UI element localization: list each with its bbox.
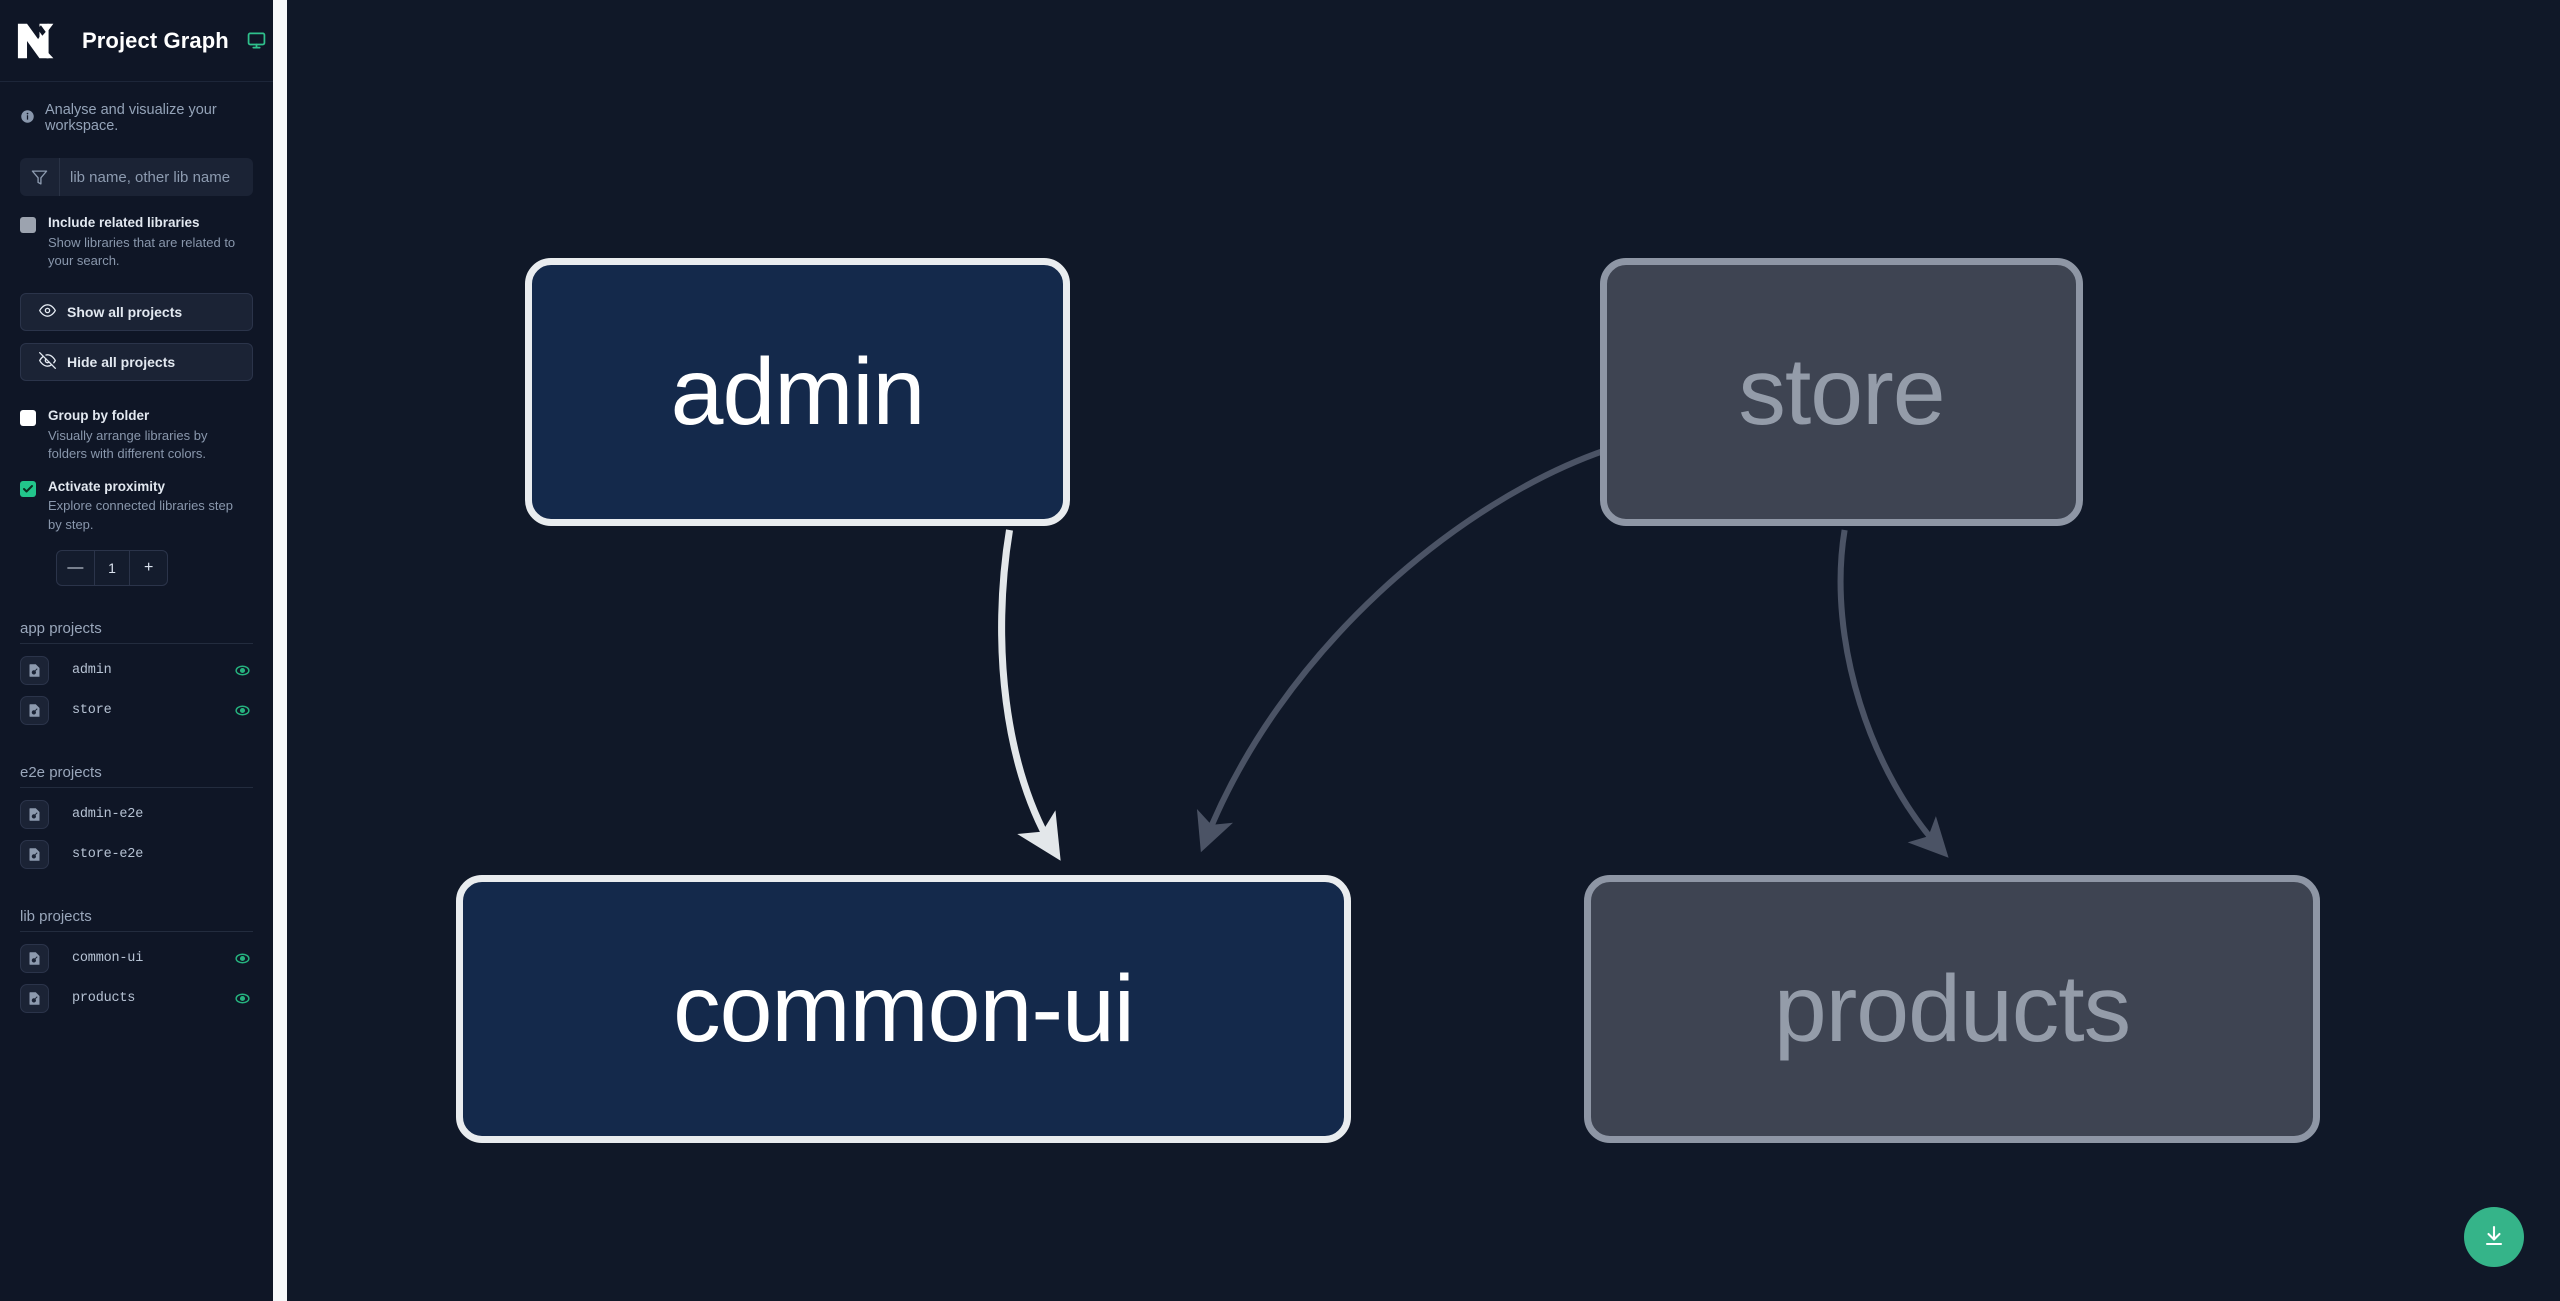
project-list: app projects admin bbox=[0, 620, 273, 1018]
nx-logo-icon bbox=[16, 20, 62, 62]
project-file-icon bbox=[20, 839, 49, 869]
monitor-icon[interactable] bbox=[247, 31, 266, 50]
graph-node-common-ui[interactable]: common-ui bbox=[456, 875, 1351, 1143]
graph-node-label: store bbox=[1738, 338, 1945, 445]
graph-node-store[interactable]: store bbox=[1600, 258, 2083, 526]
project-file-icon bbox=[20, 655, 49, 685]
project-visibility-eye-icon[interactable] bbox=[231, 990, 253, 1007]
project-row-store-e2e[interactable]: store-e2e bbox=[20, 834, 253, 874]
project-visibility-eye-icon[interactable] bbox=[231, 702, 253, 719]
group-by-folder-checkbox[interactable] bbox=[20, 409, 36, 426]
graph-node-label: admin bbox=[670, 338, 926, 445]
page-title: Project Graph bbox=[82, 27, 229, 53]
project-group-title: app projects bbox=[20, 620, 253, 645]
project-file-icon bbox=[20, 695, 49, 725]
project-row-admin[interactable]: admin bbox=[20, 650, 253, 690]
project-name: store-e2e bbox=[72, 846, 144, 862]
option-label: Include related libraries bbox=[48, 215, 200, 230]
edge-admin-to-common-ui bbox=[998, 529, 1061, 861]
proximity-value: 1 bbox=[93, 551, 131, 586]
option-label: Activate proximity bbox=[48, 478, 166, 494]
project-file-icon bbox=[20, 983, 49, 1013]
edge-store-to-common-ui bbox=[1196, 447, 1608, 853]
search-container bbox=[0, 134, 273, 196]
activate-proximity-checkbox[interactable] bbox=[20, 480, 36, 497]
sidebar-header: Project Graph bbox=[0, 0, 273, 82]
option-label: Group by folder bbox=[48, 407, 150, 423]
search-input[interactable] bbox=[60, 158, 253, 196]
eye-off-icon bbox=[39, 351, 56, 372]
project-row-products[interactable]: products bbox=[20, 978, 253, 1018]
graph-node-products[interactable]: products bbox=[1584, 875, 2320, 1143]
project-row-store[interactable]: store bbox=[20, 690, 253, 730]
proximity-stepper: — 1 + bbox=[56, 550, 168, 587]
sidebar-scrollbar[interactable] bbox=[273, 0, 287, 1301]
project-name: common-ui bbox=[72, 950, 144, 966]
project-name: admin-e2e bbox=[72, 806, 144, 822]
option-text: Activate proximity Explore connected lib… bbox=[48, 478, 238, 535]
sidebar: Project Graph Analyse and visualize your… bbox=[0, 0, 273, 1301]
option-activate-proximity[interactable]: Activate proximity Explore connected lib… bbox=[0, 464, 273, 535]
proximity-decrement-button[interactable]: — bbox=[67, 559, 84, 577]
proximity-increment-button[interactable]: + bbox=[144, 559, 154, 577]
hide-all-projects-label: Hide all projects bbox=[67, 353, 176, 370]
project-row-common-ui[interactable]: common-ui bbox=[20, 938, 253, 978]
graph-edges bbox=[998, 447, 1949, 861]
search-box[interactable] bbox=[20, 158, 253, 196]
option-description: Show libraries that are related to your … bbox=[48, 234, 236, 269]
project-group-e2e: e2e projects admin-e2e bbox=[20, 764, 253, 874]
project-name: admin bbox=[72, 662, 112, 678]
option-include-related-libraries[interactable]: Include related libraries Show libraries… bbox=[0, 196, 273, 271]
project-file-icon bbox=[20, 799, 49, 829]
graph-canvas[interactable]: admin store common-ui products bbox=[273, 0, 2560, 1301]
eye-icon bbox=[39, 302, 56, 322]
hide-all-projects-button[interactable]: Hide all projects bbox=[20, 342, 253, 381]
option-text: Include related libraries Show libraries… bbox=[48, 214, 238, 271]
graph-node-admin[interactable]: admin bbox=[525, 258, 1070, 526]
project-group-title: e2e projects bbox=[20, 764, 253, 789]
show-all-projects-label: Show all projects bbox=[67, 303, 183, 320]
option-description: Explore connected libraries step by step… bbox=[48, 498, 233, 532]
project-visibility-eye-icon[interactable] bbox=[231, 662, 253, 679]
include-related-libraries-checkbox[interactable] bbox=[20, 217, 36, 233]
tagline-text: Analyse and visualize your workspace. bbox=[45, 102, 217, 134]
graph-node-label: common-ui bbox=[673, 955, 1135, 1062]
project-name: store bbox=[72, 702, 112, 718]
show-all-projects-button[interactable]: Show all projects bbox=[20, 292, 253, 331]
project-file-icon bbox=[20, 943, 49, 973]
info-icon bbox=[20, 109, 35, 128]
option-text: Group by folder Visually arrange librari… bbox=[48, 407, 238, 464]
option-description: Visually arrange libraries by folders wi… bbox=[48, 427, 208, 462]
download-graph-button[interactable] bbox=[2464, 1207, 2524, 1267]
option-group-by-folder[interactable]: Group by folder Visually arrange librari… bbox=[0, 381, 273, 464]
download-icon bbox=[2482, 1224, 2506, 1251]
tagline: Analyse and visualize your workspace. bbox=[0, 82, 273, 134]
project-group-title: lib projects bbox=[20, 908, 253, 933]
project-row-admin-e2e[interactable]: admin-e2e bbox=[20, 794, 253, 834]
graph-node-label: products bbox=[1773, 955, 2131, 1062]
project-visibility-eye-icon[interactable] bbox=[231, 950, 253, 967]
project-group-lib: lib projects common-ui bbox=[20, 908, 253, 1018]
project-name: products bbox=[72, 990, 136, 1006]
funnel-icon bbox=[20, 158, 60, 196]
edge-store-to-products bbox=[1837, 529, 1949, 858]
project-group-app: app projects admin bbox=[20, 620, 253, 730]
